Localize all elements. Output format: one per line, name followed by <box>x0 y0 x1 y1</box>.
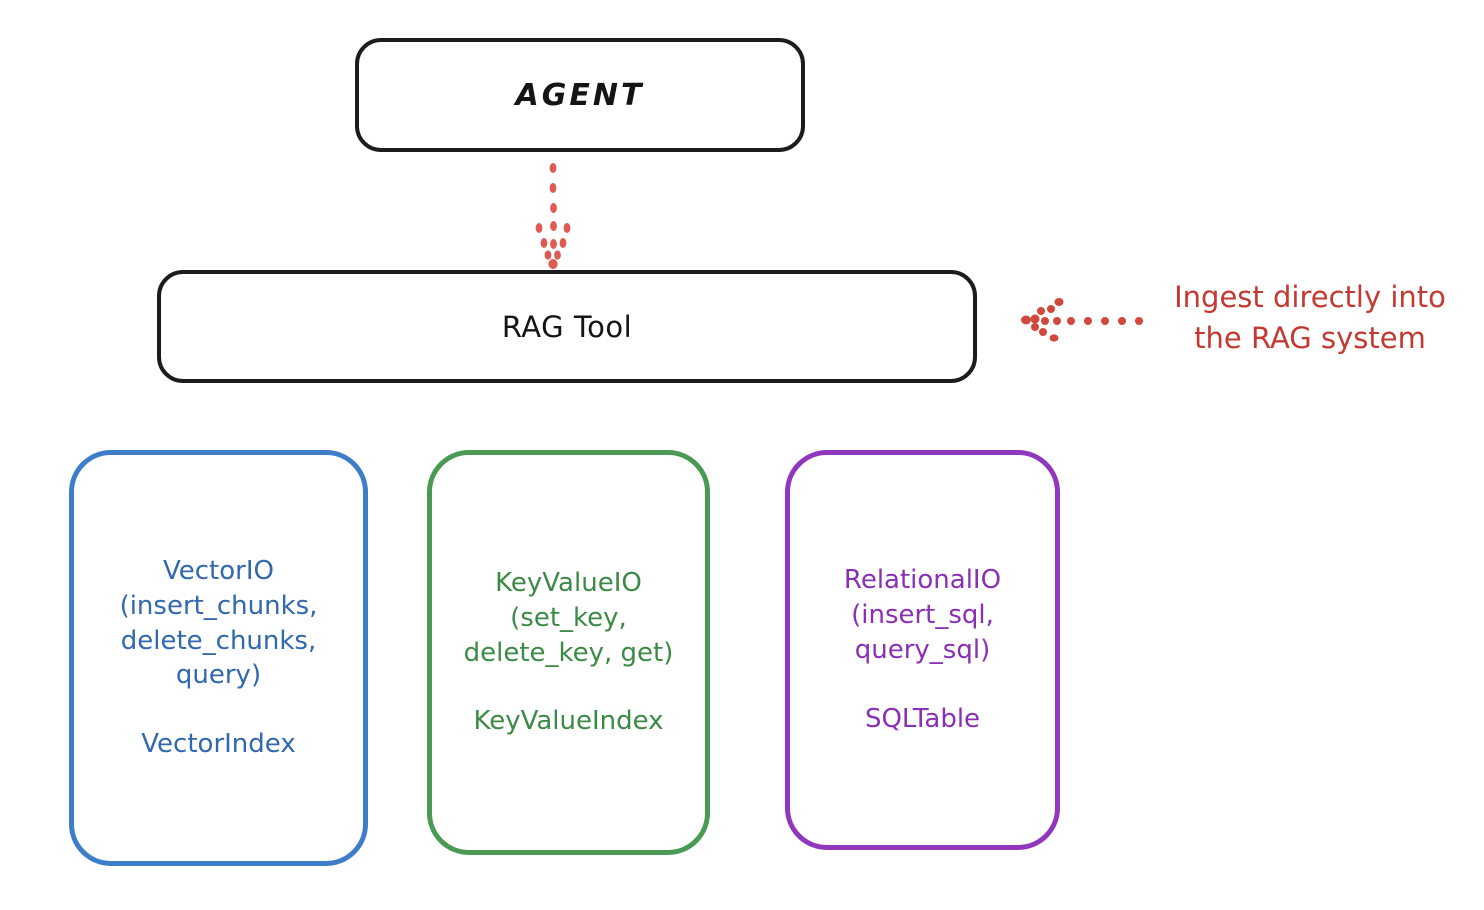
key-value-io-node[interactable]: KeyValueIO (set_key, delete_key, get) Ke… <box>427 450 710 855</box>
agent-to-rag-tool-arrow-icon <box>535 163 571 269</box>
rag-tool-node[interactable]: RAG Tool <box>157 270 977 383</box>
agent-node[interactable]: AGENT <box>355 38 805 152</box>
ingest-annotation-text: Ingest directly into the RAG system <box>1174 280 1446 356</box>
sql-table-label: SQLTable <box>864 703 981 734</box>
relational-io-api-label: RelationalIO (insert_sql, query_sql) <box>843 565 1002 665</box>
vector-io-api-label: VectorIO (insert_chunks, delete_chunks, … <box>119 555 318 691</box>
vector-io-node[interactable]: VectorIO (insert_chunks, delete_chunks, … <box>69 450 368 866</box>
rag-tool-node-label: RAG Tool <box>501 309 633 344</box>
agent-node-label: AGENT <box>515 77 645 113</box>
key-value-index-label: KeyValueIndex <box>473 706 664 737</box>
key-value-io-api-label: KeyValueIO (set_key, delete_key, get) <box>463 567 674 668</box>
vector-index-label: VectorIndex <box>141 729 296 760</box>
ingest-arrow-icon <box>1021 298 1143 342</box>
relational-io-node[interactable]: RelationalIO (insert_sql, query_sql) SQL… <box>785 450 1060 850</box>
